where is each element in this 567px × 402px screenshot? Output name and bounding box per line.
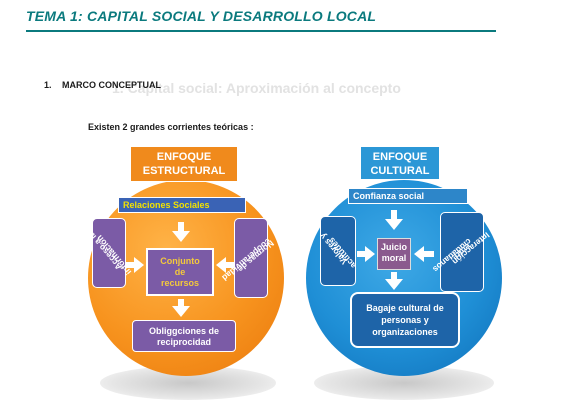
right-arrow-icon [134, 257, 144, 273]
arrow-stem [357, 251, 367, 257]
left-arrow-icon [216, 257, 226, 273]
arrow-stem [178, 222, 184, 232]
down-arrow-icon [172, 231, 190, 242]
arrow-stem [391, 272, 397, 280]
valores-actitudes-box: Valores y actitudes [318, 216, 358, 286]
intro-text: Existen 2 grandes corrientes teóricas : [88, 122, 254, 132]
arrow-stem [391, 210, 397, 220]
left-arrow-icon [414, 246, 424, 262]
section-heading: MARCO CONCEPTUAL [62, 80, 161, 90]
normas-cooperatividad-box: Normas de cooperatividad [220, 218, 276, 298]
juicio-moral-box: Juicio moral [377, 238, 411, 270]
title-underline [26, 30, 496, 32]
down-arrow-icon [385, 219, 403, 230]
down-arrow-icon [172, 306, 190, 317]
cultural-header: ENFOQUE CULTURAL [360, 146, 440, 180]
section-number: 1. [44, 80, 52, 90]
arrow-stem [422, 251, 434, 257]
obligaciones-reciprocidad-box: Obliggciones de reciprocidad [132, 320, 236, 352]
confianza-social-bar: Confianza social [348, 188, 468, 204]
acceso-informacion-box: Acceso a la información [86, 218, 133, 288]
structural-header: ENFOQUE ESTRUCTURAL [130, 146, 238, 182]
ghost-heading: 1. Capital social: Aproximación al conce… [112, 80, 401, 96]
conjunto-recursos-box: Conjunto de recursos [146, 248, 214, 296]
arrow-stem [178, 299, 184, 307]
relaciones-sociales-bar: Relaciones Sociales [118, 197, 246, 213]
down-arrow-icon [385, 279, 403, 290]
bagaje-cultural-box: Bagaje cultural de personas y organizaci… [350, 292, 460, 348]
page-title: TEMA 1: CAPITAL SOCIAL Y DESARROLLO LOCA… [26, 8, 377, 24]
interaccion-ciudadanos-box: Interacción entre ciudadanos [431, 212, 492, 292]
arrow-stem [126, 262, 136, 268]
arrow-stem [224, 262, 234, 268]
right-arrow-icon [365, 246, 375, 262]
